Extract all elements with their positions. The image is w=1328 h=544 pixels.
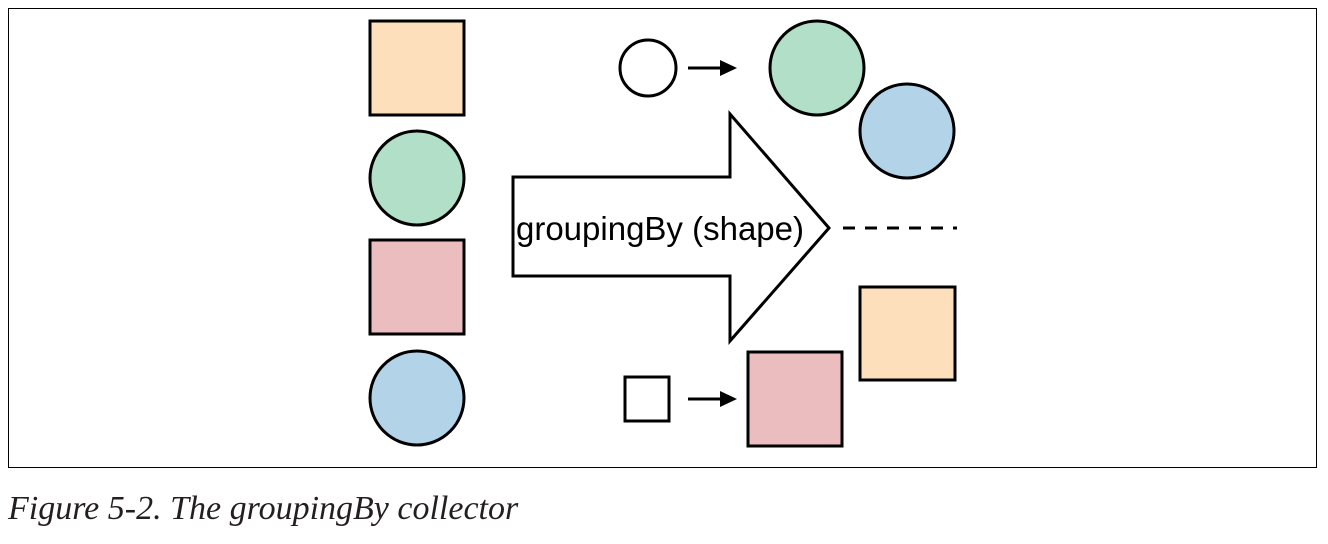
input-pink-square xyxy=(368,238,466,336)
square-key-arrow-head xyxy=(720,391,737,407)
circle-key xyxy=(618,38,678,98)
figure-caption: Figure 5-2. The groupingBy collector xyxy=(8,490,519,527)
group-circle-green xyxy=(768,19,866,117)
circle-key-arrow-head xyxy=(720,60,737,76)
group-square-orange xyxy=(858,285,957,382)
input-green-circle xyxy=(368,129,466,227)
group-circle-blue xyxy=(858,82,956,180)
group-square-pink xyxy=(746,350,844,448)
arrow-label: groupingBy (shape) xyxy=(516,210,804,247)
input-orange-square xyxy=(368,19,466,117)
grouping-block-arrow xyxy=(511,109,831,345)
input-blue-circle xyxy=(368,349,466,447)
square-key xyxy=(623,375,671,423)
